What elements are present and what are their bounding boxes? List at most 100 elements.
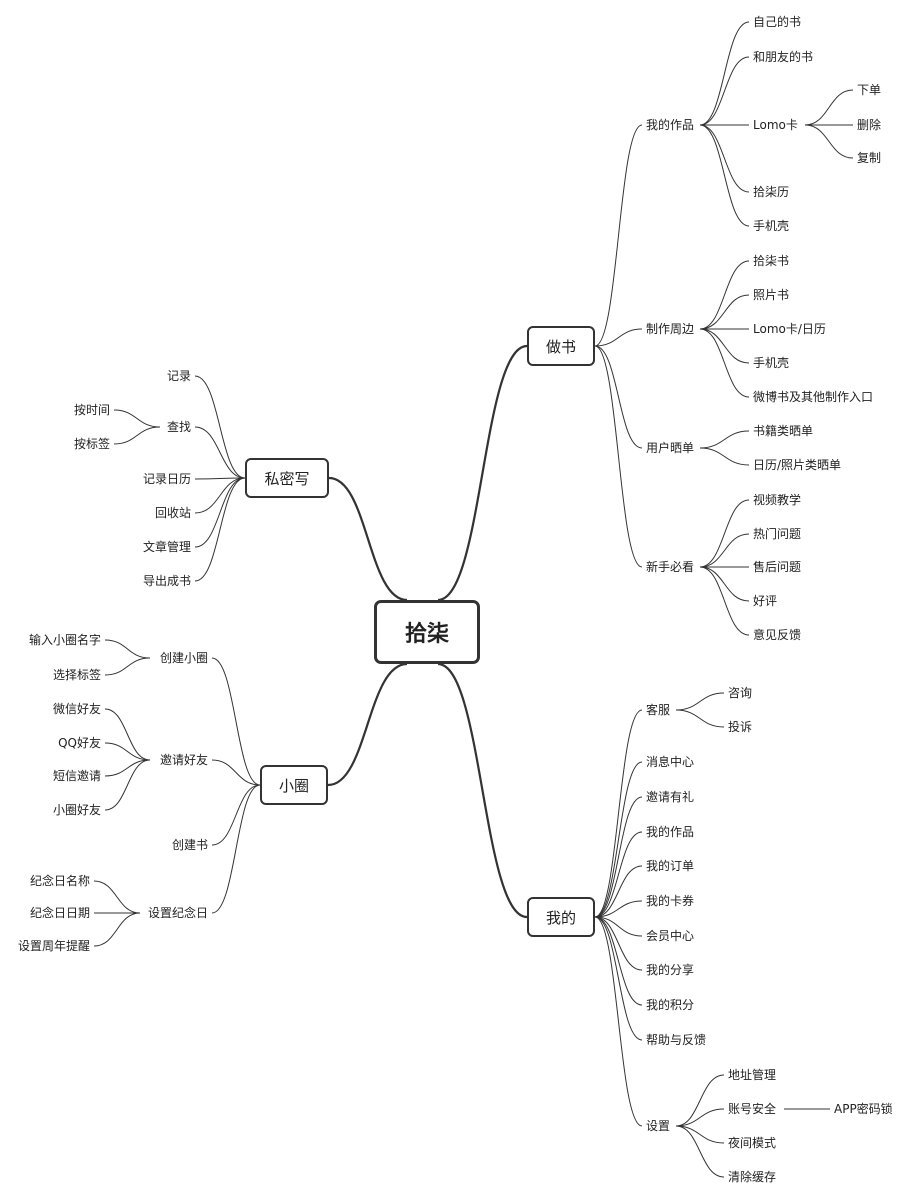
works-link <box>699 56 750 126</box>
zuoshu-link <box>594 124 643 347</box>
service-item: 咨询 <box>726 686 755 700</box>
find-child: 按标签 <box>71 437 112 451</box>
branch-wode-label: 我的 <box>545 908 576 927</box>
root-to-zuoshu <box>437 344 528 602</box>
works-item: Lomo卡 <box>751 118 800 132</box>
merch-link <box>699 260 750 330</box>
merch-item: 照片书 <box>751 288 792 302</box>
node-showcase: 用户晒单 <box>644 441 697 455</box>
wode-item: 帮助与反馈 <box>644 1033 709 1047</box>
settings-link <box>675 1074 725 1127</box>
works-item: 手机壳 <box>751 219 792 233</box>
wode-link <box>594 916 643 937</box>
simixie-link <box>194 426 246 479</box>
service-link <box>675 692 725 711</box>
showcase-link <box>699 447 750 466</box>
showcase-item: 日历/照片类晒单 <box>751 458 844 472</box>
branch-wode: 我的 <box>527 897 595 937</box>
newbie-item: 好评 <box>751 594 780 608</box>
invite-link <box>104 759 151 811</box>
newbie-item: 意见反馈 <box>751 628 804 642</box>
xiaoquan-link <box>211 784 261 846</box>
wode-link <box>594 865 643 918</box>
root-to-xiaoquan <box>327 662 408 787</box>
works-link <box>699 124 750 227</box>
settings-item: 清除缓存 <box>726 1170 779 1184</box>
simixie-item: 导出成书 <box>140 574 193 588</box>
wode-link <box>594 709 643 918</box>
invite-link <box>104 742 151 761</box>
service-item: 投诉 <box>726 720 755 734</box>
invite-item: 小圈好友 <box>50 803 103 817</box>
simixie-item: 文章管理 <box>140 540 193 554</box>
security-child: APP密码锁 <box>832 1102 895 1116</box>
newbie-item: 视频教学 <box>751 493 804 507</box>
lomo-action: 删除 <box>855 118 884 132</box>
branch-xiaoquan-label: 小圈 <box>278 776 309 795</box>
simixie-link <box>194 375 246 479</box>
settings-item: 地址管理 <box>726 1068 779 1082</box>
newbie-item: 售后问题 <box>751 560 804 574</box>
merch-item: 微博书及其他制作入口 <box>751 390 876 404</box>
newbie-link <box>699 566 750 602</box>
node-settings: 设置 <box>644 1119 673 1133</box>
find-link <box>113 426 161 445</box>
lomo-action: 复制 <box>855 151 884 165</box>
create-link <box>104 657 151 676</box>
simixie-link <box>194 477 246 480</box>
xiaoquan-link <box>211 657 261 786</box>
lomo-link <box>804 89 854 126</box>
settings-item: 夜间模式 <box>726 1136 779 1150</box>
wode-link <box>594 900 643 918</box>
wode-item: 我的作品 <box>644 825 697 839</box>
settings-link <box>675 1125 725 1144</box>
node-merch: 制作周边 <box>644 322 697 336</box>
find-child: 按时间 <box>71 403 112 417</box>
newbie-item: 热门问题 <box>751 527 804 541</box>
create-item: 选择标签 <box>50 668 103 682</box>
root-node: 拾柒 <box>374 600 480 664</box>
wode-link <box>594 831 643 918</box>
branch-zuoshu-label: 做书 <box>545 337 576 356</box>
settings-link <box>675 1125 725 1178</box>
showcase-link <box>699 430 750 449</box>
merch-item: 手机壳 <box>751 356 792 370</box>
wode-link <box>594 916 643 971</box>
merch-link <box>699 328 750 364</box>
anniv-link <box>93 912 141 947</box>
zuoshu-link <box>594 345 643 449</box>
branch-simixie-label: 私密写 <box>264 469 310 488</box>
node-service: 客服 <box>644 703 673 717</box>
simixie-link <box>194 477 246 514</box>
wode-item: 我的积分 <box>644 998 697 1012</box>
node-invite: 邀请好友 <box>157 753 210 767</box>
lomo-link <box>804 124 854 159</box>
wode-item: 邀请有礼 <box>644 790 697 804</box>
wode-item: 我的订单 <box>644 859 697 873</box>
merch-item: Lomo卡/日历 <box>751 322 828 336</box>
node-create: 创建小圈 <box>157 651 210 665</box>
merch-link <box>699 328 750 398</box>
invite-item: QQ好友 <box>56 736 103 750</box>
merch-link <box>699 294 750 330</box>
create-item: 输入小圈名字 <box>26 633 103 647</box>
wode-item: 会员中心 <box>644 929 697 943</box>
anniv-item: 纪念日名称 <box>27 874 92 888</box>
wode-link <box>594 916 643 1006</box>
anniv-link <box>93 880 141 914</box>
root-label: 拾柒 <box>404 622 449 647</box>
zuoshu-link <box>594 345 643 568</box>
wode-item: 我的卡券 <box>644 894 697 908</box>
merch-item: 拾柒书 <box>751 254 792 268</box>
showcase-item: 书籍类晒单 <box>751 424 816 438</box>
node-anniv: 设置纪念日 <box>145 906 210 920</box>
find-link <box>113 409 161 428</box>
works-item: 自己的书 <box>751 15 804 29</box>
invite-item: 短信邀请 <box>50 769 103 783</box>
newbie-link <box>699 499 750 568</box>
anniv-item: 纪念日日期 <box>27 906 92 920</box>
simixie-item: 记录 <box>164 369 193 383</box>
simixie-link <box>194 477 246 548</box>
wode-item: 消息中心 <box>644 755 697 769</box>
